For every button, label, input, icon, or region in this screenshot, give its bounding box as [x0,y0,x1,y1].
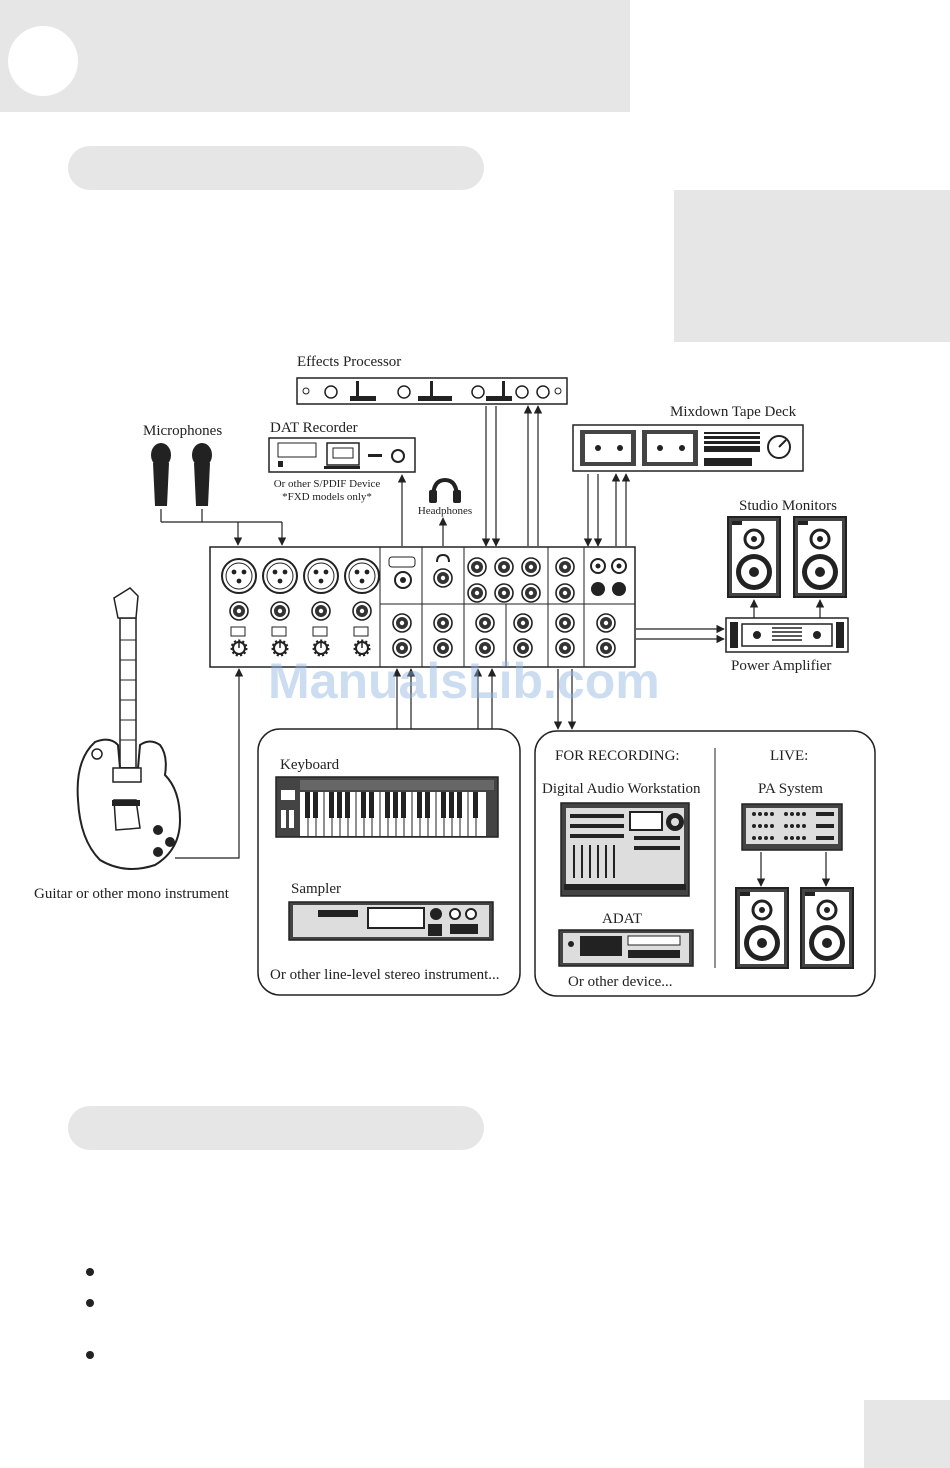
studio-monitors-label: Studio Monitors [739,498,837,514]
aux-return-3 [467,583,487,603]
watermark-text: ManualsLib.com [268,653,660,709]
mic-input-4 [344,558,380,594]
live-label: LIVE: [770,748,808,764]
mixer-unit [209,546,636,668]
keyboard-label: Keyboard [280,757,340,773]
headphones-jack [433,568,453,588]
mic-input-3 [303,558,339,594]
line-input-3 [311,601,331,621]
effects-cables [481,405,543,547]
line-in-7 [433,613,453,633]
daw-label: Digital Audio Workstation [542,781,701,797]
headphones-icon [429,477,461,503]
pa-speaker-left [734,886,790,970]
chapter-circle [8,26,78,96]
section-pill-top [68,146,484,190]
aux-send-1 [521,557,541,577]
pa-speaker-right [799,886,855,970]
dat-note-line-1: Or other S/PDIF Device [274,478,381,490]
ctrl-room-out-left [596,613,616,633]
line-input-2 [270,601,290,621]
monitor-cables [749,599,825,618]
microphones-label: Microphones [143,423,222,439]
headphones-label: Headphones [418,505,472,517]
sampler-unit [288,901,494,941]
line-input-1 [229,601,249,621]
aux-return-1 [467,557,487,577]
daw-unit [560,802,690,897]
amp-cables [636,624,725,644]
alt-out-1 [555,557,575,577]
gain-knob-1 [230,639,248,657]
dat-recorder-unit [268,437,416,473]
line-input-4 [352,601,372,621]
mixdown-tape-deck-unit [572,424,804,472]
other-device-label: Or other device... [568,974,673,990]
pa-cables [756,852,831,887]
line-in-11 [513,613,533,633]
bullet-3 [86,1351,94,1359]
for-recording-label: FOR RECORDING: [555,748,680,764]
mixdown-tape-deck-label: Mixdown Tape Deck [670,404,797,420]
header-band [0,0,630,112]
adat-label: ADAT [602,911,642,927]
mic-cables [160,509,287,546]
page-number-box [864,1400,950,1468]
aux-send-2 [521,583,541,603]
dat-recorder-label: DAT Recorder [270,420,358,436]
main-out-left [555,613,575,633]
aux-return-2 [494,557,514,577]
studio-monitor-left [726,515,782,599]
line-in-9 [475,613,495,633]
pa-system-label: PA System [758,781,823,797]
aux-return-4 [494,583,514,603]
microphone-icon [151,443,171,506]
line-level-note: Or other line-level stereo instrument... [270,967,500,983]
power-amplifier-label: Power Amplifier [731,658,831,674]
mic-input-1 [221,558,257,594]
studio-monitor-right [792,515,848,599]
guitar-cable [175,668,244,859]
alt-out-2 [555,583,575,603]
microphone-icon [192,443,212,506]
sampler-label: Sampler [291,881,341,897]
line-in-5 [392,613,412,633]
dat-note-line-2: *FXD models only* [282,491,372,503]
power-amplifier-unit [725,617,849,653]
mic-input-2 [262,558,298,594]
pa-system-unit [741,803,843,851]
keyboard-icon [275,776,499,838]
line-instrument-cables [392,668,497,729]
guitar-label: Guitar or other mono instrument [34,886,230,902]
bullet-2 [86,1299,94,1307]
adat-unit [558,929,694,967]
effects-processor-label: Effects Processor [297,354,401,370]
side-note-box [674,190,950,342]
section-pill-bottom [68,1106,484,1150]
tape-deck-cables [583,473,631,547]
bullet-1 [86,1268,94,1276]
guitar-icon [76,587,182,870]
effects-processor-unit [296,377,568,405]
main-out-cables [553,669,577,730]
